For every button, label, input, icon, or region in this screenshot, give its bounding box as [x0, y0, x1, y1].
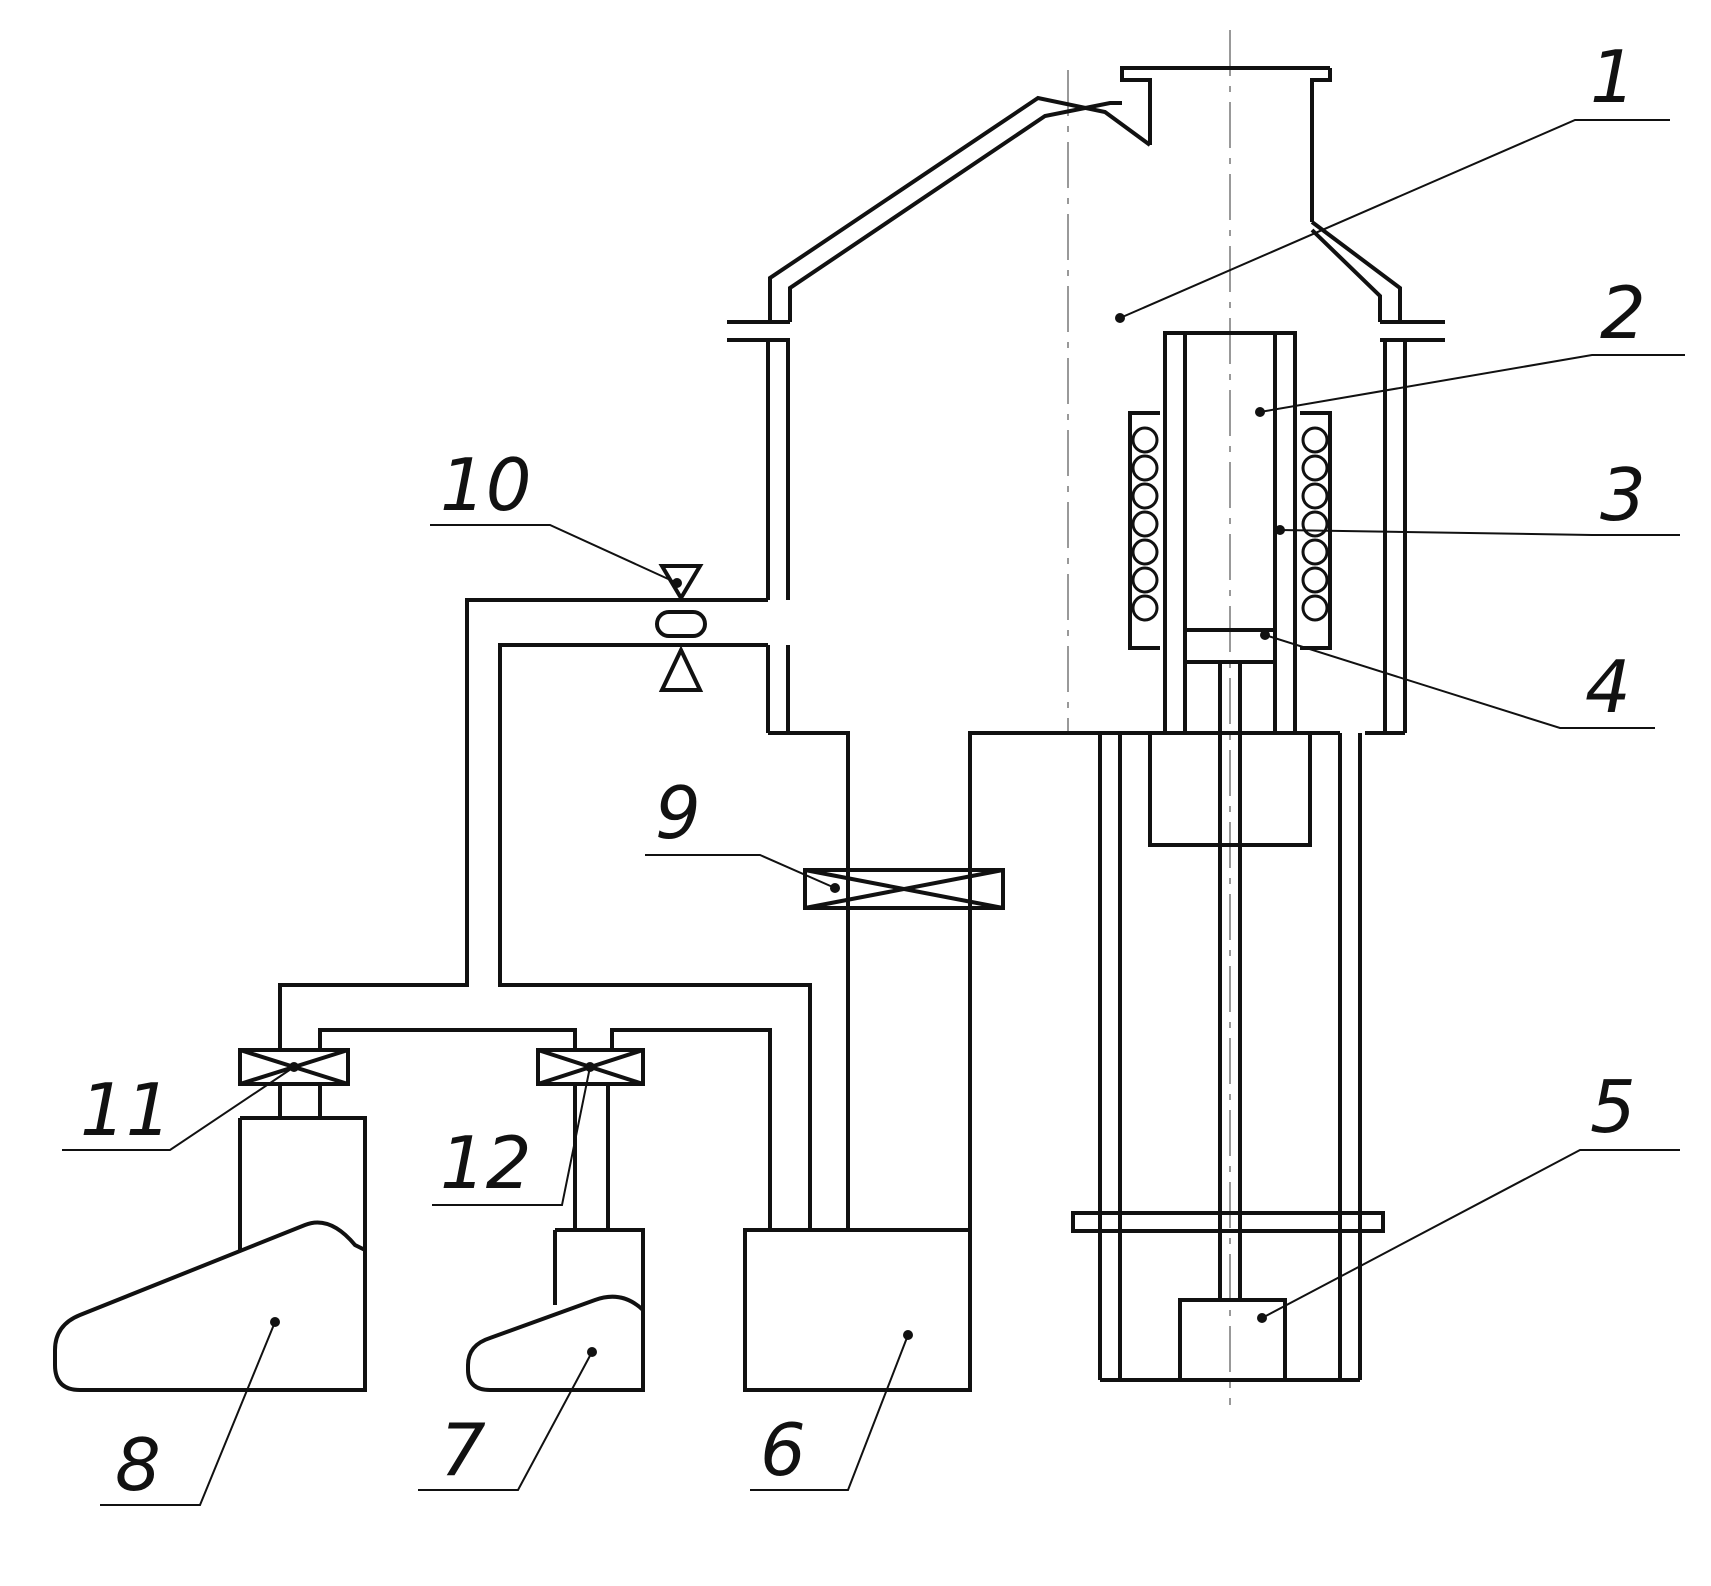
coil-turn	[1301, 510, 1329, 538]
callout-11: 11	[80, 1068, 172, 1152]
coil-turn	[1131, 454, 1159, 482]
callout-10: 10	[440, 443, 532, 527]
gate-valve-9[interactable]	[803, 868, 1005, 910]
coil-turn	[1131, 426, 1159, 454]
callout-1: 1	[1590, 35, 1636, 119]
coil-turn	[1131, 510, 1159, 538]
drive-unit	[1178, 1298, 1287, 1382]
coil-turn	[1301, 566, 1329, 594]
callout-9: 9	[655, 771, 701, 855]
callout-8: 8	[115, 1423, 161, 1507]
diffusion-pump-6	[743, 1228, 972, 1392]
callout-6: 6	[760, 1408, 806, 1492]
crucible	[1163, 331, 1297, 735]
callout-12: 12	[440, 1121, 532, 1205]
coil-turn	[1301, 482, 1329, 510]
leak-valve-10[interactable]	[655, 564, 707, 692]
pump-7	[466, 1084, 645, 1392]
coil-turn	[1301, 426, 1329, 454]
coil-turn	[1131, 566, 1159, 594]
vacuum-chamber	[727, 95, 1445, 1230]
callout-leaders	[62, 119, 1685, 1506]
callout-5: 5	[1590, 1065, 1636, 1149]
vacuum-lines	[278, 598, 812, 1230]
coil-turn	[1301, 538, 1329, 566]
drive-housing	[1071, 733, 1385, 1382]
coil-turn	[1131, 482, 1159, 510]
callout-7: 7	[440, 1408, 486, 1492]
coil-turn	[1301, 594, 1329, 622]
callout-2: 2	[1600, 271, 1646, 355]
forevacuum-pump-8	[53, 1084, 367, 1392]
coil-turn	[1301, 454, 1329, 482]
callout-4: 4	[1585, 645, 1631, 729]
coil-turn	[1131, 538, 1159, 566]
coil-turn	[1131, 594, 1159, 622]
exhaust-outlet-pipe	[1120, 66, 1332, 222]
callout-3: 3	[1600, 453, 1646, 537]
pull-rod	[1218, 662, 1242, 1300]
